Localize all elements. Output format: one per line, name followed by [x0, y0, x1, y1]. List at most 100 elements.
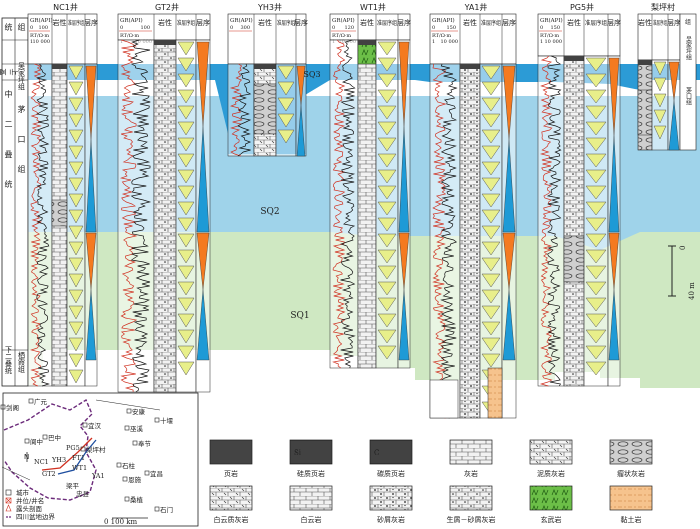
parasequence-triangle — [277, 81, 295, 96]
rt-max: 10 000 — [545, 39, 563, 45]
legend-label: 页岩 — [224, 469, 238, 478]
rt-curve — [130, 39, 152, 393]
parasequence-triangle — [68, 273, 84, 288]
city-marker — [122, 476, 128, 482]
map-well: WT1 — [72, 464, 87, 472]
parasequence-triangle — [481, 241, 501, 256]
parasequence-triangle — [177, 361, 195, 376]
rt-curve — [340, 39, 356, 369]
svg-text:—: — — [534, 445, 540, 452]
gr-min: 0 — [30, 25, 33, 31]
gr-max: 300 — [240, 25, 250, 31]
parasequence-triangle — [177, 297, 195, 312]
city-marker — [154, 506, 160, 512]
col-header-lith: 岩性 — [53, 18, 67, 27]
col-header-ps: 准层序组 — [585, 19, 607, 27]
parasequence-triangle — [481, 305, 501, 320]
parasequence-triangle — [177, 233, 195, 248]
legend-swatch: 白云质灰岩 — [209, 485, 253, 524]
parasequence-triangle — [177, 169, 195, 184]
gr-curve — [30, 63, 42, 387]
map-well: YH3 — [51, 456, 66, 464]
parasequence-triangle — [68, 161, 84, 176]
parasequence-triangle — [653, 61, 667, 76]
map-place: 石柱 — [122, 461, 136, 470]
gr-label: GR(API) — [540, 17, 563, 24]
city-marker — [116, 462, 122, 468]
parasequence-triangle — [177, 121, 195, 136]
city-marker — [154, 417, 160, 423]
map-legend-item: 城市 — [16, 488, 30, 497]
col-header-ps: 准层序组 — [653, 19, 667, 27]
rt-label: RT/Ω·m — [120, 33, 139, 39]
parasequence-triangle — [481, 353, 501, 368]
parasequence-triangle — [481, 97, 501, 112]
map-well: 梁平 — [66, 481, 80, 490]
sequence-triangle — [608, 135, 620, 233]
parasequence-triangle — [177, 329, 195, 344]
parasequence-triangle — [481, 289, 501, 304]
rt-curve — [36, 63, 50, 387]
parasequence-triangle — [481, 81, 501, 96]
parasequence-triangle — [377, 185, 397, 200]
wujiaping-label: 吴家坪组 — [18, 62, 26, 90]
rt-min: 1 — [432, 39, 435, 45]
city-marker — [0, 404, 6, 410]
parasequence-triangle — [481, 129, 501, 144]
parasequence-triangle — [68, 257, 84, 272]
map-place: 剑阁 — [6, 403, 19, 412]
parasequence-triangle — [177, 73, 195, 88]
sequence-triangle — [85, 289, 97, 361]
parasequence-triangle — [377, 249, 397, 264]
parasequence-triangle — [377, 217, 397, 232]
city-marker — [82, 422, 88, 428]
col-header-zu: 组 — [685, 18, 691, 26]
parasequence-triangle — [177, 201, 195, 216]
rt-min: 1 — [540, 39, 543, 45]
gr-label: GR(API) — [30, 17, 53, 24]
parasequence-triangle — [177, 249, 195, 264]
legend-swatch: 灰岩 — [449, 439, 493, 478]
map-legend-item: 井位/井名 — [16, 496, 44, 505]
map-place: 十堰 — [160, 416, 174, 425]
gr-curve — [332, 39, 346, 369]
sequence-triangle — [502, 289, 516, 361]
rt-max: 10 000 — [441, 39, 459, 45]
rt-max: 10 000 — [33, 39, 51, 45]
legend-label: 碳质页岩 — [377, 469, 405, 478]
legend-label: 黏土岩 — [621, 515, 642, 524]
legend-label: 白云质灰岩 — [214, 515, 249, 524]
parasequence-triangle — [481, 321, 501, 336]
gr-min: 0 — [432, 25, 435, 31]
legend-label: 硅质页岩 — [297, 469, 325, 478]
clay-layer — [487, 367, 503, 419]
map-place: 奉节 — [138, 439, 152, 448]
col-header-lith: 岩性 — [567, 18, 581, 27]
lithology-column — [153, 39, 177, 393]
col-header-lith: 岩性 — [258, 18, 272, 27]
gr-min: 0 — [230, 25, 233, 31]
map-well: FT1 — [72, 454, 85, 462]
col-header-seq: 层序 — [607, 18, 621, 27]
gr-curve — [119, 39, 138, 392]
sequence-triangle — [398, 41, 410, 127]
well-name: NC1井 — [53, 2, 78, 12]
parasequence-triangle — [377, 57, 397, 72]
map-place: 阆中 — [30, 437, 43, 446]
gr-max: 150 — [550, 25, 560, 31]
map-legend-item: 露头剖面 — [16, 504, 43, 513]
parasequence-triangle — [177, 345, 195, 360]
legend-label: 白云岩 — [301, 515, 322, 524]
sequence-triangle — [668, 61, 680, 101]
parasequence-triangle — [68, 353, 84, 368]
parasequence-triangle — [377, 329, 397, 344]
sequence-triangle — [502, 65, 516, 140]
parasequence-triangle — [481, 145, 501, 160]
sequence-triangle — [296, 105, 306, 157]
parasequence-triangle — [585, 121, 607, 136]
